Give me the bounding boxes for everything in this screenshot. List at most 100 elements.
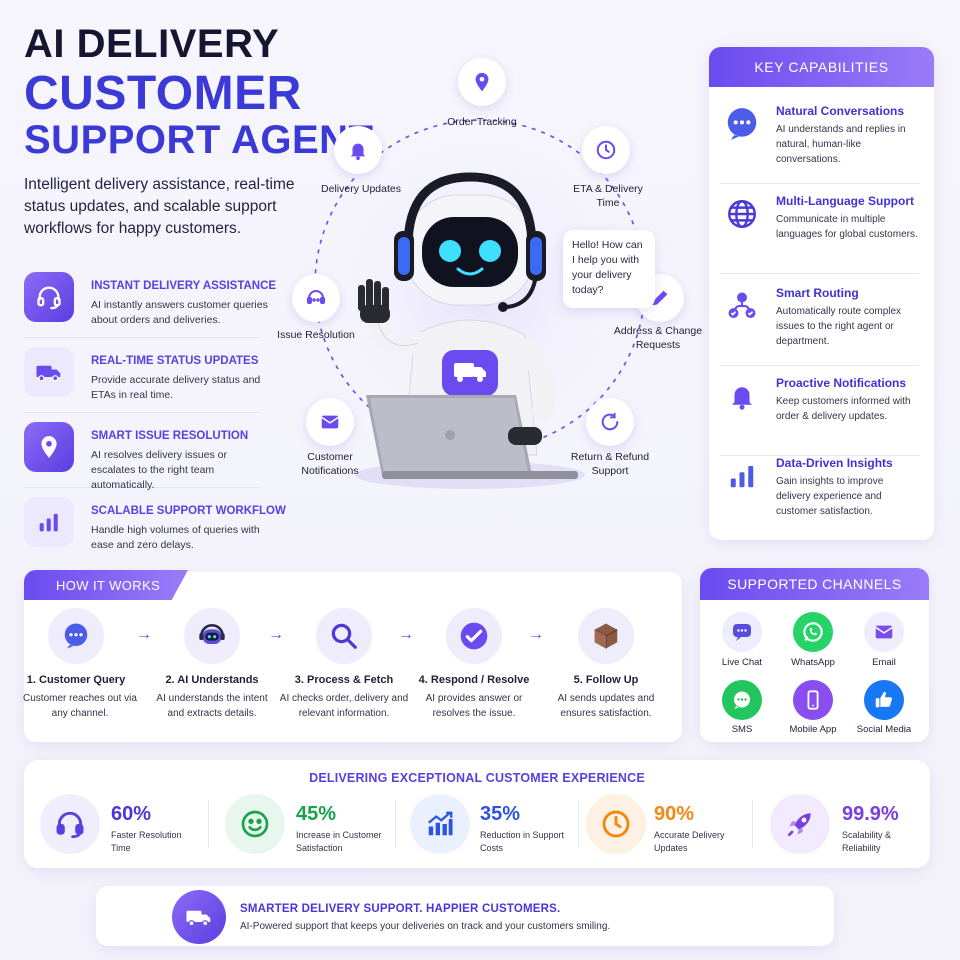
step-desc: AI checks order, delivery and relevant i… bbox=[279, 693, 409, 719]
stat-label: Faster Resolution Time bbox=[111, 830, 182, 853]
capability-item: Proactive Notifications Keep customers i… bbox=[720, 368, 920, 456]
orbit-label-notifications-line2: Notifications bbox=[301, 465, 359, 477]
capability-item: Multi-Language Support Communicate in mu… bbox=[720, 186, 920, 274]
channel-label: SMS bbox=[731, 724, 753, 735]
title-line-3: SUPPORT AGENT bbox=[24, 118, 374, 162]
stat-divider bbox=[208, 800, 209, 848]
rocket-icon bbox=[770, 794, 830, 854]
clock-icon bbox=[586, 794, 646, 854]
magnifier-icon bbox=[316, 608, 372, 664]
key-capabilities-header: KEY CAPABILITIES bbox=[709, 47, 934, 87]
arrow-right-icon: → bbox=[136, 626, 152, 643]
title-line-2: CUSTOMER bbox=[24, 67, 302, 120]
support-agent-icon bbox=[292, 274, 340, 322]
feature-title: INSTANT DELIVERY ASSISTANCE bbox=[91, 280, 277, 292]
orbit-label-issue-resolution: Issue Resolution bbox=[277, 329, 355, 341]
capability-desc: Keep customers informed with order & del… bbox=[776, 396, 911, 422]
feature-item: SMART ISSUE RESOLUTION AI resolves deliv… bbox=[24, 422, 260, 491]
capability-title: Smart Routing bbox=[776, 286, 859, 300]
orbit-label-refund: Return & Refund Support bbox=[560, 450, 660, 478]
stat-value: 99.9% bbox=[842, 803, 899, 825]
feature-desc: AI instantly answers customer queries ab… bbox=[91, 299, 268, 326]
orbit-label-address-line2: Requests bbox=[635, 339, 681, 351]
headset-icon bbox=[24, 272, 74, 322]
whatsapp-icon bbox=[793, 612, 833, 652]
bar-chart-icon bbox=[722, 456, 762, 496]
title-line-1: AI DELIVERY bbox=[24, 22, 280, 66]
truck-icon bbox=[24, 347, 74, 397]
step-title: 4. Respond / Resolve bbox=[418, 674, 530, 686]
growth-chart-icon bbox=[410, 794, 470, 854]
feature-desc: Provide accurate delivery status and ETA… bbox=[91, 374, 261, 401]
step-title: 3. Process & Fetch bbox=[294, 674, 394, 686]
robot-icon bbox=[184, 608, 240, 664]
email-icon bbox=[864, 612, 904, 652]
orbit-label-order-tracking: Order Tracking bbox=[447, 116, 517, 128]
feature-title: SMART ISSUE RESOLUTION bbox=[91, 430, 249, 442]
capability-desc: AI understands and replies in natural, h… bbox=[776, 124, 906, 165]
orbit-label-refund-line2: Support bbox=[591, 465, 629, 477]
routing-icon bbox=[722, 286, 762, 326]
channel-label: Email bbox=[872, 657, 896, 668]
stat-value: 45% bbox=[296, 803, 337, 825]
arrow-right-icon: → bbox=[268, 626, 284, 643]
capability-title: Multi-Language Support bbox=[776, 194, 914, 208]
capability-title: Data-Driven Insights bbox=[776, 456, 893, 470]
orbit-label-address-line1: Address & Change bbox=[613, 325, 703, 337]
intro-text: Intelligent delivery assistance, real-ti… bbox=[24, 176, 295, 237]
orbit-label-eta-line1: ETA & Delivery bbox=[573, 183, 643, 195]
stat-label: Scalability & Reliability bbox=[842, 830, 892, 853]
channel-label: Mobile App bbox=[789, 724, 837, 735]
envelope-icon bbox=[306, 398, 354, 446]
bar-chart-icon bbox=[24, 497, 74, 547]
footer-title: SMARTER DELIVERY SUPPORT. HAPPIER CUSTOM… bbox=[240, 903, 561, 915]
orbit-label-eta-line2: Time bbox=[596, 197, 620, 209]
footer-subtitle: AI-Powered support that keeps your deliv… bbox=[240, 921, 611, 932]
mobile-app-icon bbox=[793, 680, 833, 720]
feature-title: SCALABLE SUPPORT WORKFLOW bbox=[91, 505, 286, 517]
step-desc: AI sends updates and ensures satisfactio… bbox=[557, 693, 655, 719]
location-pin-icon bbox=[24, 422, 74, 472]
orbit-label-notifications: Customer Notifications bbox=[280, 450, 380, 478]
capability-desc: Automatically route complex issues to th… bbox=[776, 306, 902, 347]
feature-title: REAL-TIME STATUS UPDATES bbox=[91, 355, 259, 367]
orbit-label-eta: ETA & Delivery Time bbox=[558, 182, 658, 210]
stat-divider bbox=[752, 800, 753, 848]
how-it-works-header: HOW IT WORKS bbox=[24, 570, 188, 600]
step-title: 1. Customer Query bbox=[26, 674, 126, 686]
stats-header: DELIVERING EXCEPTIONAL CUSTOMER EXPERIEN… bbox=[309, 771, 645, 785]
robot-agent-illustration bbox=[355, 172, 585, 489]
stat-value: 90% bbox=[654, 803, 695, 825]
headset-icon bbox=[40, 794, 100, 854]
bell-icon bbox=[722, 376, 762, 416]
step-title: 2. AI Understands bbox=[165, 674, 259, 686]
stat-label: Accurate Delivery Updates bbox=[654, 830, 725, 853]
feature-desc: Handle high volumes of queries with ease… bbox=[91, 524, 260, 551]
stat-label: Increase in Customer Satisfaction bbox=[296, 830, 382, 853]
feature-item: SCALABLE SUPPORT WORKFLOW Handle high vo… bbox=[24, 497, 286, 563]
capability-desc: Gain insights to improve delivery experi… bbox=[776, 476, 884, 517]
location-pin-icon bbox=[458, 58, 506, 106]
channel-label: Social Media bbox=[856, 724, 912, 735]
capability-item: Natural Conversations AI understands and… bbox=[720, 96, 920, 184]
package-box-icon bbox=[578, 608, 634, 664]
step-desc: Customer reaches out via any channel. bbox=[23, 693, 137, 719]
step-title: 5. Follow Up bbox=[573, 674, 639, 686]
channel-label: WhatsApp bbox=[791, 657, 835, 668]
chat-bubble: Hello! How can I help you with your deli… bbox=[563, 230, 655, 308]
refund-icon bbox=[586, 398, 634, 446]
arrow-right-icon: → bbox=[528, 626, 544, 643]
stat-value: 60% bbox=[111, 803, 152, 825]
orbit-label-notifications-line1: Customer bbox=[307, 451, 353, 463]
clock-icon bbox=[582, 126, 630, 174]
orbit-label-refund-line1: Return & Refund bbox=[570, 451, 650, 463]
stat-label: Reduction in Support Costs bbox=[480, 830, 565, 853]
thumbs-up-icon bbox=[864, 680, 904, 720]
chat-bubble-icon bbox=[48, 608, 104, 664]
globe-icon bbox=[722, 194, 762, 234]
capability-item: Data-Driven Insights Gain insights to im… bbox=[720, 448, 920, 536]
stat-divider bbox=[395, 800, 396, 848]
checkmark-icon bbox=[446, 608, 502, 664]
orbit-label-address: Address & Change Requests bbox=[608, 324, 708, 352]
bell-icon bbox=[334, 126, 382, 174]
